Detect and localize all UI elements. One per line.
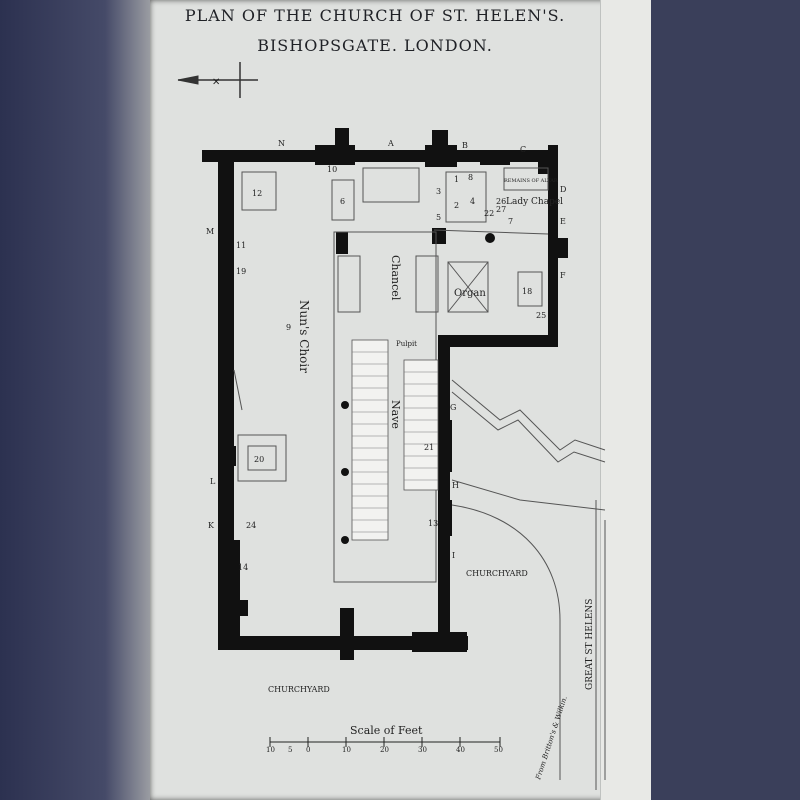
scale-tick: 10 bbox=[266, 746, 275, 754]
monument-number: 12 bbox=[252, 189, 262, 198]
lady-chapel-label: Lady Chapel bbox=[506, 197, 563, 207]
monument-number: 2 bbox=[454, 201, 459, 210]
plan-title: PLAN OF THE CHURCH OF ST. HELEN'S. bbox=[184, 6, 566, 25]
churchyard-east-label: CHURCHYARD bbox=[466, 569, 528, 578]
nave-label: Nave bbox=[389, 400, 402, 429]
letter-label: H bbox=[452, 481, 459, 490]
letter-label: G bbox=[450, 403, 456, 412]
letter-label: C bbox=[520, 145, 526, 154]
letter-label: E bbox=[560, 217, 566, 226]
pulpit-label: Pulpit bbox=[396, 340, 417, 348]
nuns-choir-label: Nun's Choir bbox=[297, 300, 311, 373]
monument-number: 8 bbox=[468, 173, 473, 182]
scale-tick-labels: 10 5 0 10 20 30 40 50 bbox=[266, 746, 503, 754]
monument-number: 6 bbox=[340, 197, 345, 206]
monument-numbers: 1 2 3 4 5 6 7 8 9 10 11 12 13 14 18 19 2… bbox=[236, 165, 546, 572]
pew-divisions bbox=[352, 351, 438, 533]
monument-number: 9 bbox=[286, 323, 291, 332]
scale-tick: 30 bbox=[418, 746, 427, 754]
letter-label: N bbox=[278, 139, 285, 148]
scale-tick: 5 bbox=[288, 746, 292, 754]
scale-tick: 50 bbox=[494, 746, 503, 754]
great-st-helens-label: GREAT ST HELENS bbox=[585, 599, 595, 690]
letter-label: B bbox=[462, 141, 468, 150]
pews bbox=[351, 339, 439, 541]
scale-tick: 10 bbox=[342, 746, 351, 754]
monument-number: 22 bbox=[484, 209, 494, 218]
remains-of-altar-label: REMAINS OF ALTAR bbox=[504, 178, 558, 184]
monument-number: 4 bbox=[470, 197, 475, 206]
monument-number: 20 bbox=[254, 455, 264, 464]
chancel-label: Chancel bbox=[389, 255, 402, 301]
monument-number: 27 bbox=[496, 205, 506, 214]
churchyard-south-label: CHURCHYARD bbox=[268, 685, 330, 694]
monument-number: 26 bbox=[496, 197, 506, 206]
monument-number: 1 bbox=[454, 175, 459, 184]
letter-label: K bbox=[208, 521, 215, 530]
scale-title: Scale of Feet bbox=[350, 724, 423, 737]
monument-number: 10 bbox=[327, 165, 337, 174]
plan-subtitle: BISHOPSGATE. LONDON. bbox=[257, 36, 493, 55]
window-letters: N A B C D E F G H I K L M bbox=[206, 139, 566, 560]
letter-label: F bbox=[560, 271, 566, 280]
svg-text:✕: ✕ bbox=[212, 77, 220, 88]
letter-label: I bbox=[452, 551, 455, 560]
letter-label: L bbox=[210, 477, 216, 486]
scale-tick: 0 bbox=[306, 746, 310, 754]
monument-number: 18 bbox=[522, 287, 532, 296]
compass-arrow-icon: ✕ bbox=[177, 62, 258, 98]
monument-number: 19 bbox=[236, 267, 246, 276]
monument-number: 24 bbox=[246, 521, 256, 530]
monument-number: 13 bbox=[428, 519, 438, 528]
letter-label: M bbox=[206, 227, 214, 236]
scale-tick: 40 bbox=[456, 746, 465, 754]
letter-label: A bbox=[387, 139, 394, 148]
scale-tick: 20 bbox=[380, 746, 389, 754]
page-edge bbox=[600, 0, 651, 800]
monument-number: 7 bbox=[508, 217, 513, 226]
church-walls bbox=[202, 128, 568, 660]
monument-number: 11 bbox=[236, 241, 246, 250]
monument-number: 3 bbox=[436, 187, 441, 196]
monument-number: 5 bbox=[436, 213, 441, 222]
adjacent-buildings bbox=[451, 379, 606, 790]
organ-label: Organ bbox=[454, 288, 486, 299]
monument-number: 21 bbox=[424, 443, 434, 452]
monument-number: 14 bbox=[238, 563, 248, 572]
letter-label: D bbox=[560, 185, 566, 194]
book-gutter bbox=[0, 0, 150, 800]
monument-number: 25 bbox=[536, 311, 546, 320]
scale-bar bbox=[269, 737, 501, 747]
attribution-label: From Britton's & Wilkin. bbox=[534, 695, 569, 781]
